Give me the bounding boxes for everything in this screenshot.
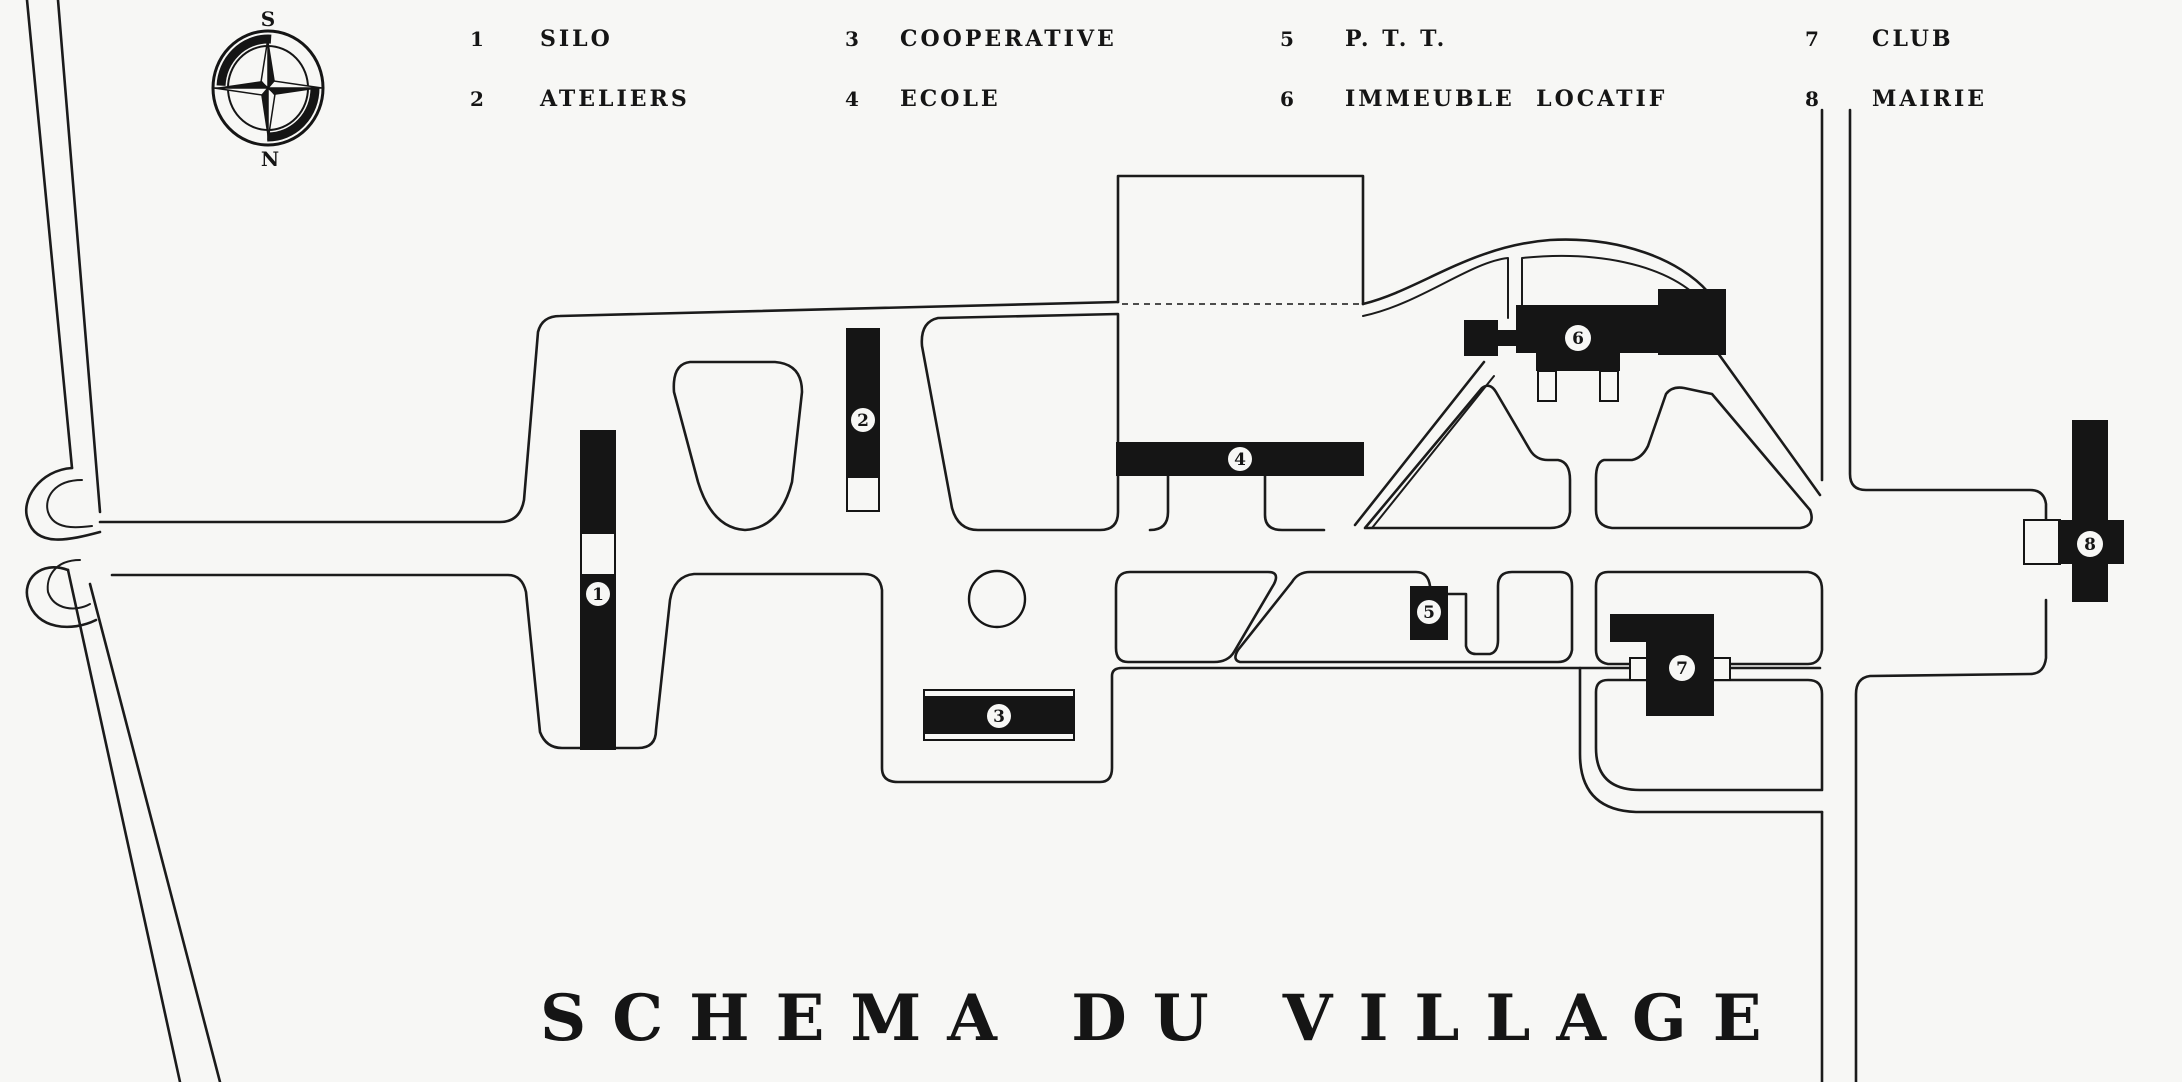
svg-text:P. T. T.: P. T. T.	[1345, 26, 1447, 52]
legend-item-club: 7 CLUB	[1805, 26, 1954, 52]
legend-item-mairie: 8 MAIRIE	[1805, 86, 1987, 112]
building-ateliers: 2	[846, 328, 880, 512]
access-road-north-edge	[98, 300, 1120, 524]
building-number-1: 1	[592, 585, 604, 605]
svg-text:5: 5	[1280, 27, 1294, 51]
building-number-5: 5	[1423, 603, 1435, 623]
building-ptt: 5	[1410, 586, 1448, 640]
block-south-c	[1594, 570, 1824, 666]
svg-text:ATELIERS: ATELIERS	[539, 86, 690, 112]
legend-item-immeuble-locatif: 6 IMMEUBLE LOCATIF	[1280, 86, 1667, 112]
block-south-b	[1234, 570, 1574, 664]
highway-east-edge-lower	[88, 582, 222, 1082]
building-cooperative: 3	[923, 689, 1075, 741]
boulevard-east-edge	[1848, 108, 2048, 522]
island-triangle-west	[1363, 384, 1572, 530]
legend-item-silo: 1 SILO	[470, 26, 613, 52]
building-club: 7	[1610, 614, 1731, 716]
svg-text:MAIRIE: MAIRIE	[1872, 86, 1987, 112]
building-number-3: 3	[993, 707, 1005, 727]
legend-item-ptt: 5 P. T. T.	[1280, 26, 1447, 52]
access-road-south-edge	[110, 572, 1822, 784]
island-trapezoid	[672, 360, 804, 532]
cloverleaf-upper	[25, 466, 102, 541]
svg-text:COOPERATIVE: COOPERATIVE	[900, 26, 1117, 52]
block-west-of-ecole	[920, 312, 1120, 532]
building-number-2: 2	[857, 411, 869, 431]
svg-text:8: 8	[1805, 87, 1819, 111]
svg-text:2: 2	[470, 87, 484, 111]
legend-item-cooperative: 3 COOPERATIVE	[845, 26, 1117, 52]
building-silo: 1	[580, 430, 616, 750]
block-south-a	[1114, 570, 1278, 664]
building-number-8: 8	[2084, 535, 2096, 555]
svg-text:6: 6	[1280, 87, 1294, 111]
building-immeuble-locatif: 6	[1464, 289, 1726, 402]
compass-south-label: S	[261, 7, 275, 31]
block-south-d	[1594, 678, 1824, 792]
building-mairie: 8	[2023, 420, 2124, 602]
svg-text:CLUB: CLUB	[1872, 26, 1954, 52]
round-pond	[967, 569, 1027, 629]
diagonal-road-east-6	[1708, 340, 1822, 497]
highway-west-edge-lower	[66, 568, 182, 1082]
highway-east-edge-upper	[56, 0, 102, 514]
svg-text:SILO: SILO	[540, 26, 613, 52]
island-triangle-east	[1594, 386, 1813, 530]
compass-rose-icon: S N	[211, 7, 325, 171]
cloverleaf-lower	[25, 566, 98, 629]
svg-text:ECOLE: ECOLE	[900, 86, 1001, 112]
curved-road-north	[1361, 238, 1710, 306]
legend-item-ateliers: 2 ATELIERS	[470, 86, 690, 112]
map-title: SCHEMA DU VILLAGE	[540, 981, 1787, 1056]
diagonal-road-west-6	[1353, 360, 1486, 527]
ecole-enclosure	[1116, 174, 1365, 306]
svg-text:7: 7	[1805, 27, 1819, 51]
building-ecole: 4	[1116, 442, 1364, 476]
svg-text:4: 4	[845, 87, 859, 111]
highway-west-edge	[25, 0, 74, 470]
svg-text:IMMEUBLE LOCATIF: IMMEUBLE LOCATIF	[1345, 86, 1667, 112]
svg-text:1: 1	[470, 27, 484, 51]
legend: 1 SILO 2 ATELIERS 3 COOPERATIVE 4 ECOLE …	[470, 26, 1987, 112]
building-number-7: 7	[1676, 659, 1688, 679]
compass-north-label: N	[261, 147, 279, 171]
building-number-4: 4	[1234, 450, 1246, 470]
road-network	[25, 0, 2048, 1082]
building-number-6: 6	[1572, 329, 1584, 349]
legend-item-ecole: 4 ECOLE	[845, 86, 1001, 112]
svg-text:3: 3	[845, 27, 859, 51]
